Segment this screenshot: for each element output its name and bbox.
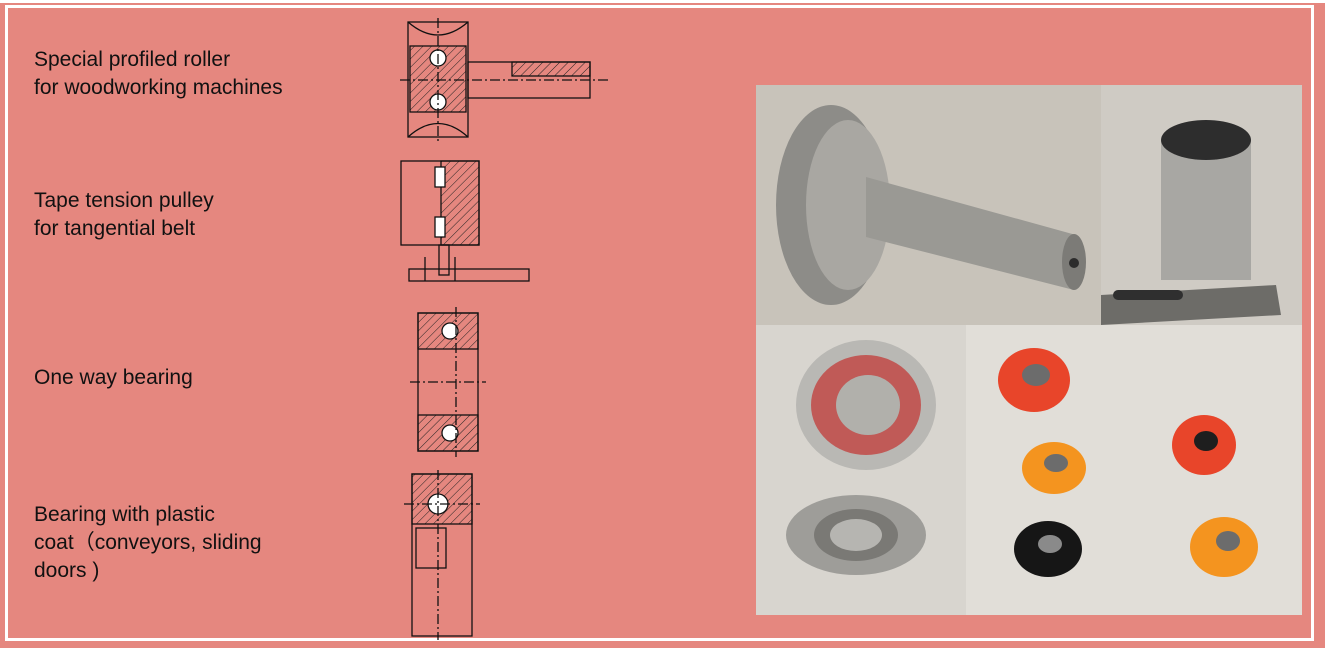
- profiled-roller-photo: [756, 85, 1101, 325]
- tension-pulley-photo: [1101, 85, 1302, 325]
- sealed-bearing-photo: [756, 325, 966, 615]
- one-way-bearing-drawing-icon: [408, 307, 488, 457]
- tension-pulley-drawing-icon: [395, 157, 535, 287]
- label-tension-pulley: Tape tension pulley for tangential belt: [34, 189, 214, 240]
- plastic-coat-bearing-drawing-icon: [402, 470, 482, 640]
- plastic-rollers-photo: [966, 325, 1302, 615]
- product-photos: [756, 85, 1302, 615]
- label-plastic-coat-bearing: Bearing with plastic coat（conveyors, sli…: [34, 503, 262, 582]
- top-border: [0, 0, 1325, 3]
- label-profiled-roller: Special profiled roller for woodworking …: [34, 48, 283, 99]
- profiled-roller-drawing-icon: [400, 18, 610, 143]
- label-one-way-bearing: One way bearing: [34, 366, 193, 389]
